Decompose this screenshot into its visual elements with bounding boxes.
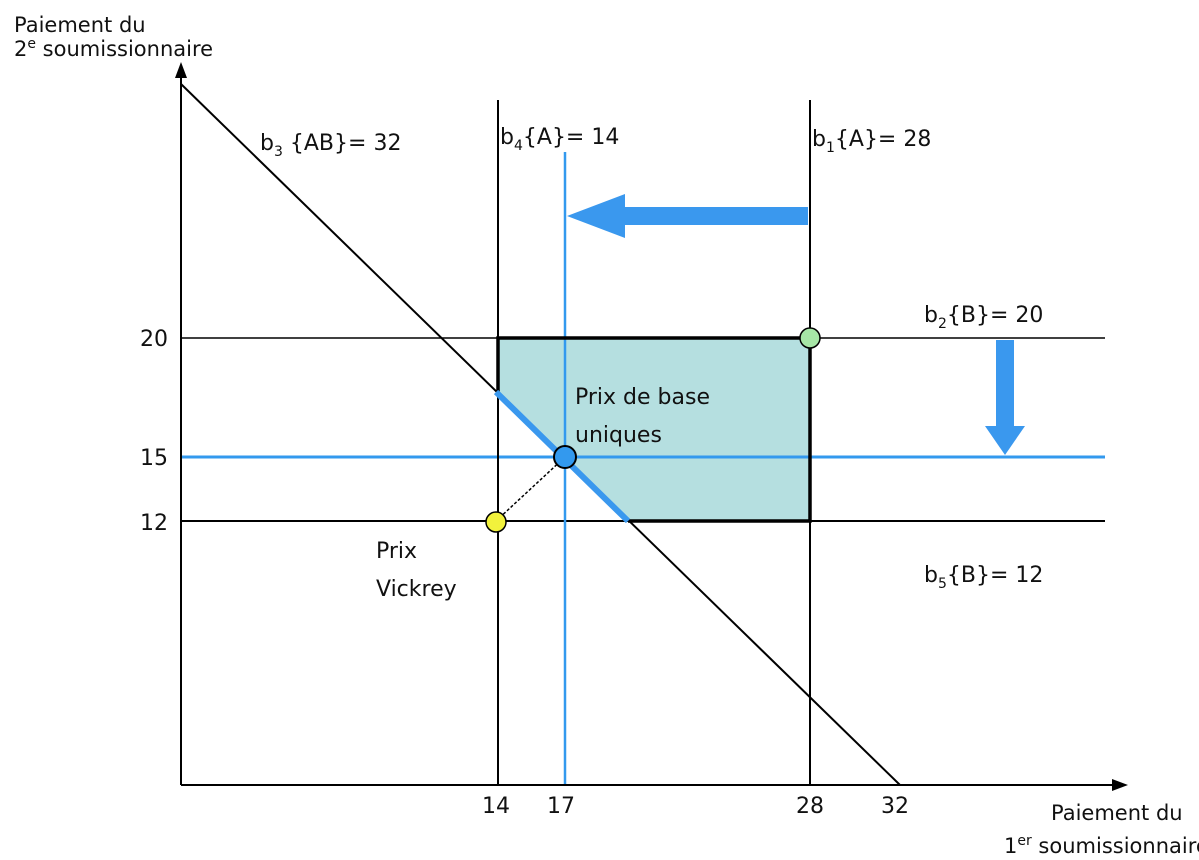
y-axis-title-line1: Paiement du (14, 13, 146, 37)
y-axis-title-line2: 2e soumissionnaire (14, 36, 213, 61)
y-tick-20: 20 (140, 327, 168, 352)
label-b2: b2{B}= 20 (924, 303, 1043, 332)
x-tick-17: 17 (547, 794, 575, 819)
label-b5: b5{B}= 12 (924, 563, 1043, 592)
label-b4: b4{A}= 14 (500, 125, 619, 154)
core-label-line1: Prix de base (575, 385, 710, 410)
core-point (553, 445, 577, 469)
left-arrow (567, 194, 808, 238)
label-b3: b3 {AB}= 32 (260, 131, 401, 160)
y-tick-15: 15 (140, 446, 168, 471)
x-axis-title-line2: 1er soumissionnaire (1004, 833, 1199, 858)
vickrey-point (485, 511, 507, 533)
vickrey-label-line2: Vickrey (376, 577, 457, 602)
vickrey-to-core-connector (495, 456, 566, 522)
x-tick-14: 14 (482, 794, 510, 819)
y-tick-12: 12 (140, 511, 168, 536)
core-label-line2: uniques (575, 423, 662, 448)
down-arrow (985, 340, 1025, 455)
label-b1: b1{A}= 28 (812, 127, 931, 156)
y-axis-arrowhead (175, 62, 187, 78)
core-region (498, 338, 810, 521)
x-tick-32: 32 (881, 794, 909, 819)
x-axis-arrowhead (1112, 779, 1128, 791)
x-tick-28: 28 (796, 794, 824, 819)
vickrey-label-line1: Prix (376, 539, 417, 564)
green-point (799, 327, 821, 349)
x-axis-title-line1: Paiement du (1051, 801, 1183, 825)
